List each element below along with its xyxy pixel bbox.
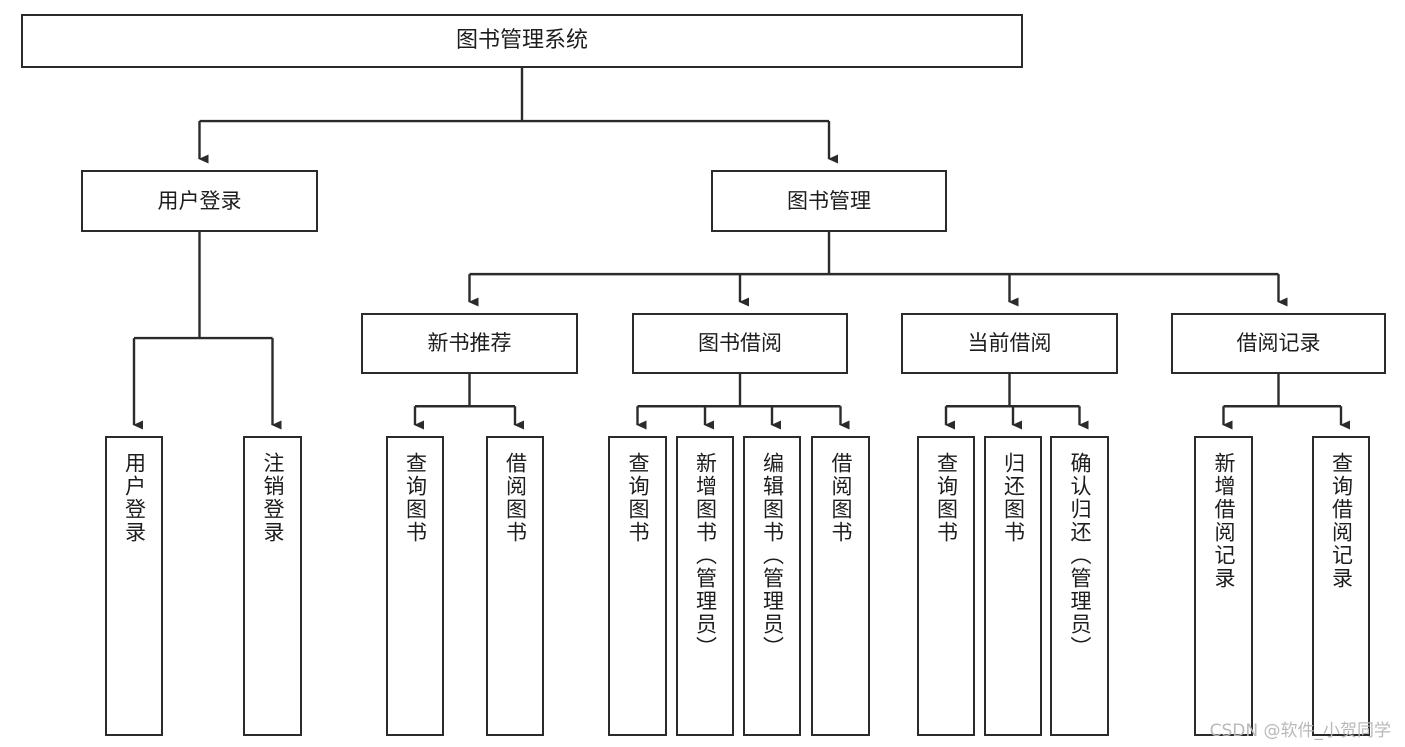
leaf-return-book[interactable]: 归还图书 [984, 436, 1042, 736]
leaf-borrow-query-book[interactable]: 查询图书 [608, 436, 667, 736]
node-user-login[interactable]: 用户登录 [81, 170, 318, 232]
leaf-current-query-book[interactable]: 查询图书 [917, 436, 975, 736]
leaf-edit-book[interactable]: 编辑图书（管理员） [743, 436, 801, 736]
leaf-logout[interactable]: 注销登录 [243, 436, 302, 736]
leaf-borrow-book-label: 借阅图书 [829, 452, 853, 544]
leaf-edit-book-label: 编辑图书（管理员） [760, 452, 785, 659]
node-current-borrow-label: 当前借阅 [967, 331, 1052, 356]
leaf-borrow-query-book-label: 查询图书 [626, 452, 650, 544]
node-book-manage-label: 图书管理 [787, 188, 871, 213]
node-borrow-record-label: 借阅记录 [1236, 331, 1321, 356]
node-user-login-label: 用户登录 [157, 188, 242, 213]
leaf-query-borrow-record-label: 查询借阅记录 [1329, 452, 1354, 590]
leaf-borrow-book[interactable]: 借阅图书 [811, 436, 870, 736]
node-book-borrow-label: 图书借阅 [698, 331, 782, 356]
node-new-book-recommend[interactable]: 新书推荐 [361, 313, 578, 374]
leaf-return-book-label: 归还图书 [1001, 452, 1026, 544]
leaf-confirm-return[interactable]: 确认归还（管理员） [1050, 436, 1109, 736]
leaf-add-book[interactable]: 新增图书（管理员） [676, 436, 734, 736]
node-book-borrow[interactable]: 图书借阅 [632, 313, 848, 374]
leaf-confirm-return-label: 确认归还（管理员） [1068, 452, 1092, 659]
node-new-book-recommend-label: 新书推荐 [427, 331, 512, 356]
node-current-borrow[interactable]: 当前借阅 [901, 313, 1118, 374]
node-book-manage[interactable]: 图书管理 [711, 170, 947, 232]
leaf-user-login[interactable]: 用户登录 [105, 436, 163, 736]
leaf-query-borrow-record[interactable]: 查询借阅记录 [1312, 436, 1370, 736]
leaf-current-query-book-label: 查询图书 [934, 452, 959, 544]
leaf-recommend-query-book-label: 查询图书 [403, 452, 428, 544]
node-root-label: 图书管理系统 [455, 27, 588, 53]
leaf-user-login-label: 用户登录 [122, 452, 147, 544]
leaf-add-borrow-record[interactable]: 新增借阅记录 [1194, 436, 1253, 736]
leaf-add-borrow-record-label: 新增借阅记录 [1212, 452, 1236, 590]
node-borrow-record[interactable]: 借阅记录 [1171, 313, 1386, 374]
leaf-recommend-borrow-book-label: 借阅图书 [503, 452, 528, 544]
node-root[interactable]: 图书管理系统 [21, 14, 1023, 68]
leaf-recommend-borrow-book[interactable]: 借阅图书 [486, 436, 544, 736]
leaf-add-book-label: 新增图书（管理员） [693, 452, 718, 659]
leaf-recommend-query-book[interactable]: 查询图书 [386, 436, 444, 736]
leaf-logout-label: 注销登录 [261, 452, 285, 544]
